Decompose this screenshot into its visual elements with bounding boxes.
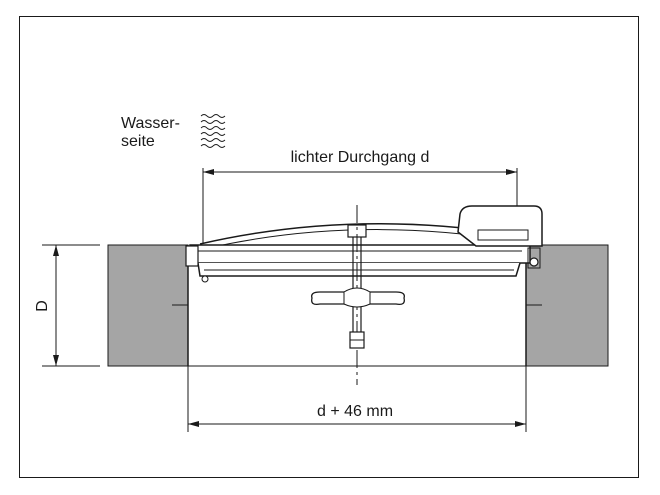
dim-outer-arrow-right — [515, 421, 526, 427]
hinge-bolt — [529, 257, 539, 267]
water-side-label-line2: seite — [121, 133, 155, 150]
water-waves-icon — [200, 114, 226, 148]
handle-hub — [343, 287, 371, 308]
dim-clear-arrow-left — [203, 169, 214, 175]
diagram-frame — [19, 16, 639, 478]
water-side-label-line1: Wasser- — [121, 115, 180, 132]
hinge-bracket — [527, 247, 541, 269]
dim-outer-arrow-left — [188, 421, 199, 427]
left-clamp-bolt — [201, 275, 209, 283]
hinge-plate — [477, 229, 529, 241]
clear-passage-label: lichter Durchgang d — [291, 149, 430, 166]
dim-clear-arrow-right — [506, 169, 517, 175]
height-label: D — [34, 300, 51, 312]
lid-rim — [189, 244, 531, 264]
left-clamp — [185, 245, 199, 267]
dim-height-arrow-top — [53, 245, 59, 256]
dim-height-arrow-bottom — [53, 355, 59, 366]
outer-dimension-label: d + 46 mm — [317, 403, 393, 420]
